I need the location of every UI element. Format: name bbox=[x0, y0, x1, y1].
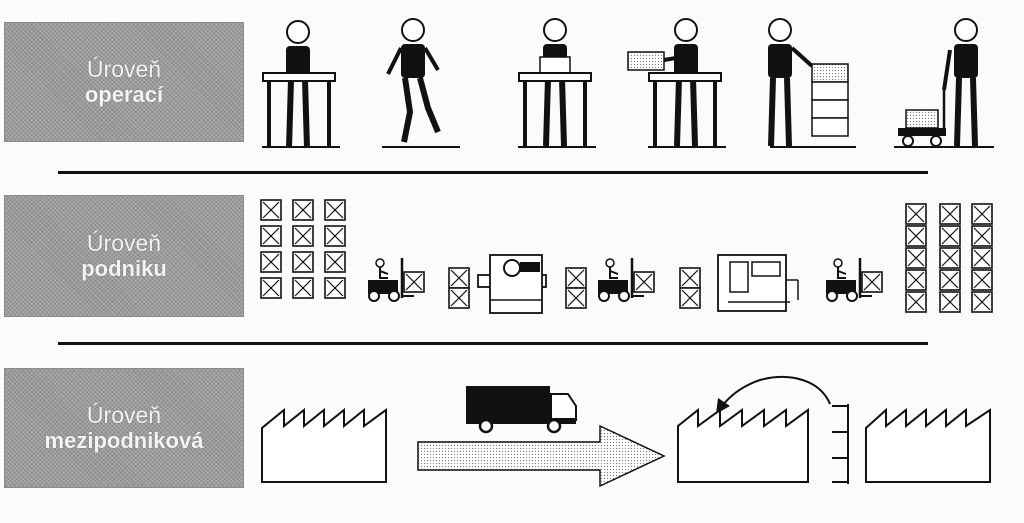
rack-icon bbox=[260, 199, 346, 299]
level-label-interenterprise: Úroveň mezipodniková bbox=[4, 368, 244, 488]
level-label-line2: operací bbox=[84, 81, 164, 107]
arrow-icon bbox=[417, 424, 666, 488]
forklift-icon bbox=[826, 258, 882, 301]
level-label-operations: Úroveň operací bbox=[4, 22, 244, 142]
factory-icon bbox=[677, 407, 809, 483]
forklift-icon bbox=[368, 258, 424, 301]
level-label-line2: mezipodniková bbox=[44, 427, 204, 453]
arrow-icon bbox=[716, 376, 831, 414]
worker-carrying-box-icon bbox=[627, 19, 726, 149]
worker-at-table-icon bbox=[261, 21, 340, 148]
divider-line bbox=[58, 342, 928, 345]
level-label-line1: Úroveň bbox=[86, 56, 162, 83]
level-label-enterprise: Úroveň podniku bbox=[4, 195, 244, 317]
box-icon bbox=[448, 267, 470, 309]
worker-with-box-icon bbox=[517, 19, 596, 149]
level-label-line1: Úroveň bbox=[86, 402, 162, 429]
rack-icon bbox=[832, 404, 849, 484]
walking-worker-icon bbox=[382, 18, 460, 148]
truck-icon bbox=[466, 386, 577, 434]
worker-with-cart-icon bbox=[894, 19, 994, 147]
rack-icon bbox=[905, 203, 993, 313]
factory-icon bbox=[865, 407, 991, 483]
forklift-icon bbox=[598, 258, 654, 301]
level-label-line2: podniku bbox=[81, 255, 167, 281]
level-label-line1: Úroveň bbox=[86, 230, 162, 257]
divider-line bbox=[58, 171, 928, 174]
box-icon bbox=[565, 267, 587, 309]
worker-stacking-boxes-icon bbox=[768, 19, 856, 147]
machine-icon bbox=[477, 254, 547, 314]
machine-icon bbox=[717, 254, 799, 312]
factory-icon bbox=[261, 407, 387, 483]
box-icon bbox=[679, 267, 701, 309]
